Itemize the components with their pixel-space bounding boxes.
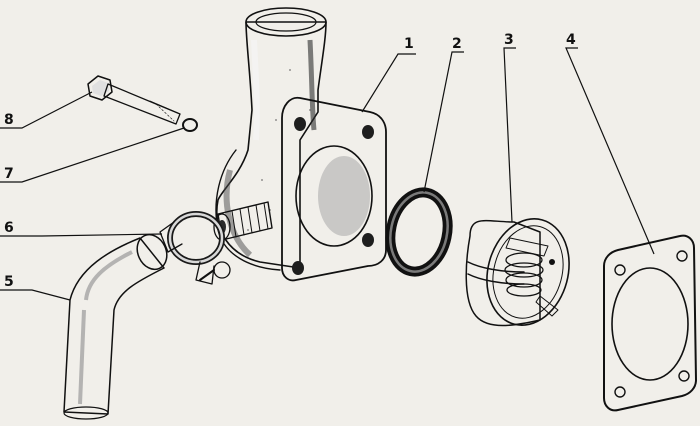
flange-hole-icon [362,233,374,247]
callout-4: 4 [566,32,576,48]
leader-1 [361,53,416,113]
washer [182,118,198,132]
flange-hole-icon [294,117,306,131]
callout-3: 3 [504,32,514,48]
callout-6: 6 [4,220,14,236]
leader-3 [503,47,516,223]
hose-clip [159,211,231,285]
leader-8 [0,91,93,129]
flange-hole-icon [362,125,374,139]
leader-5 [0,289,71,301]
callout-5: 5 [4,274,14,290]
leader-4 [565,47,655,255]
leader-6 [0,233,163,237]
leader-7 [0,127,185,183]
gasket-hole-icon [614,264,626,276]
callout-1: 1 [404,36,414,52]
thermostat-housing [215,7,387,282]
gasket-hole-icon [678,370,690,382]
threaded-spigot [213,201,273,241]
callout-2: 2 [452,36,462,52]
callout-8: 8 [4,112,14,128]
thermostat [465,218,570,327]
leader-lines [0,47,655,301]
gasket [603,234,697,412]
gasket-hole-icon [676,250,688,262]
callout-7: 7 [4,166,14,182]
leader-2 [423,51,464,193]
bolt [87,75,181,125]
gasket-hole-icon [614,386,626,398]
flange-hole-icon [292,261,304,275]
elbow-hose [63,233,168,420]
sealing-ring [385,187,453,277]
